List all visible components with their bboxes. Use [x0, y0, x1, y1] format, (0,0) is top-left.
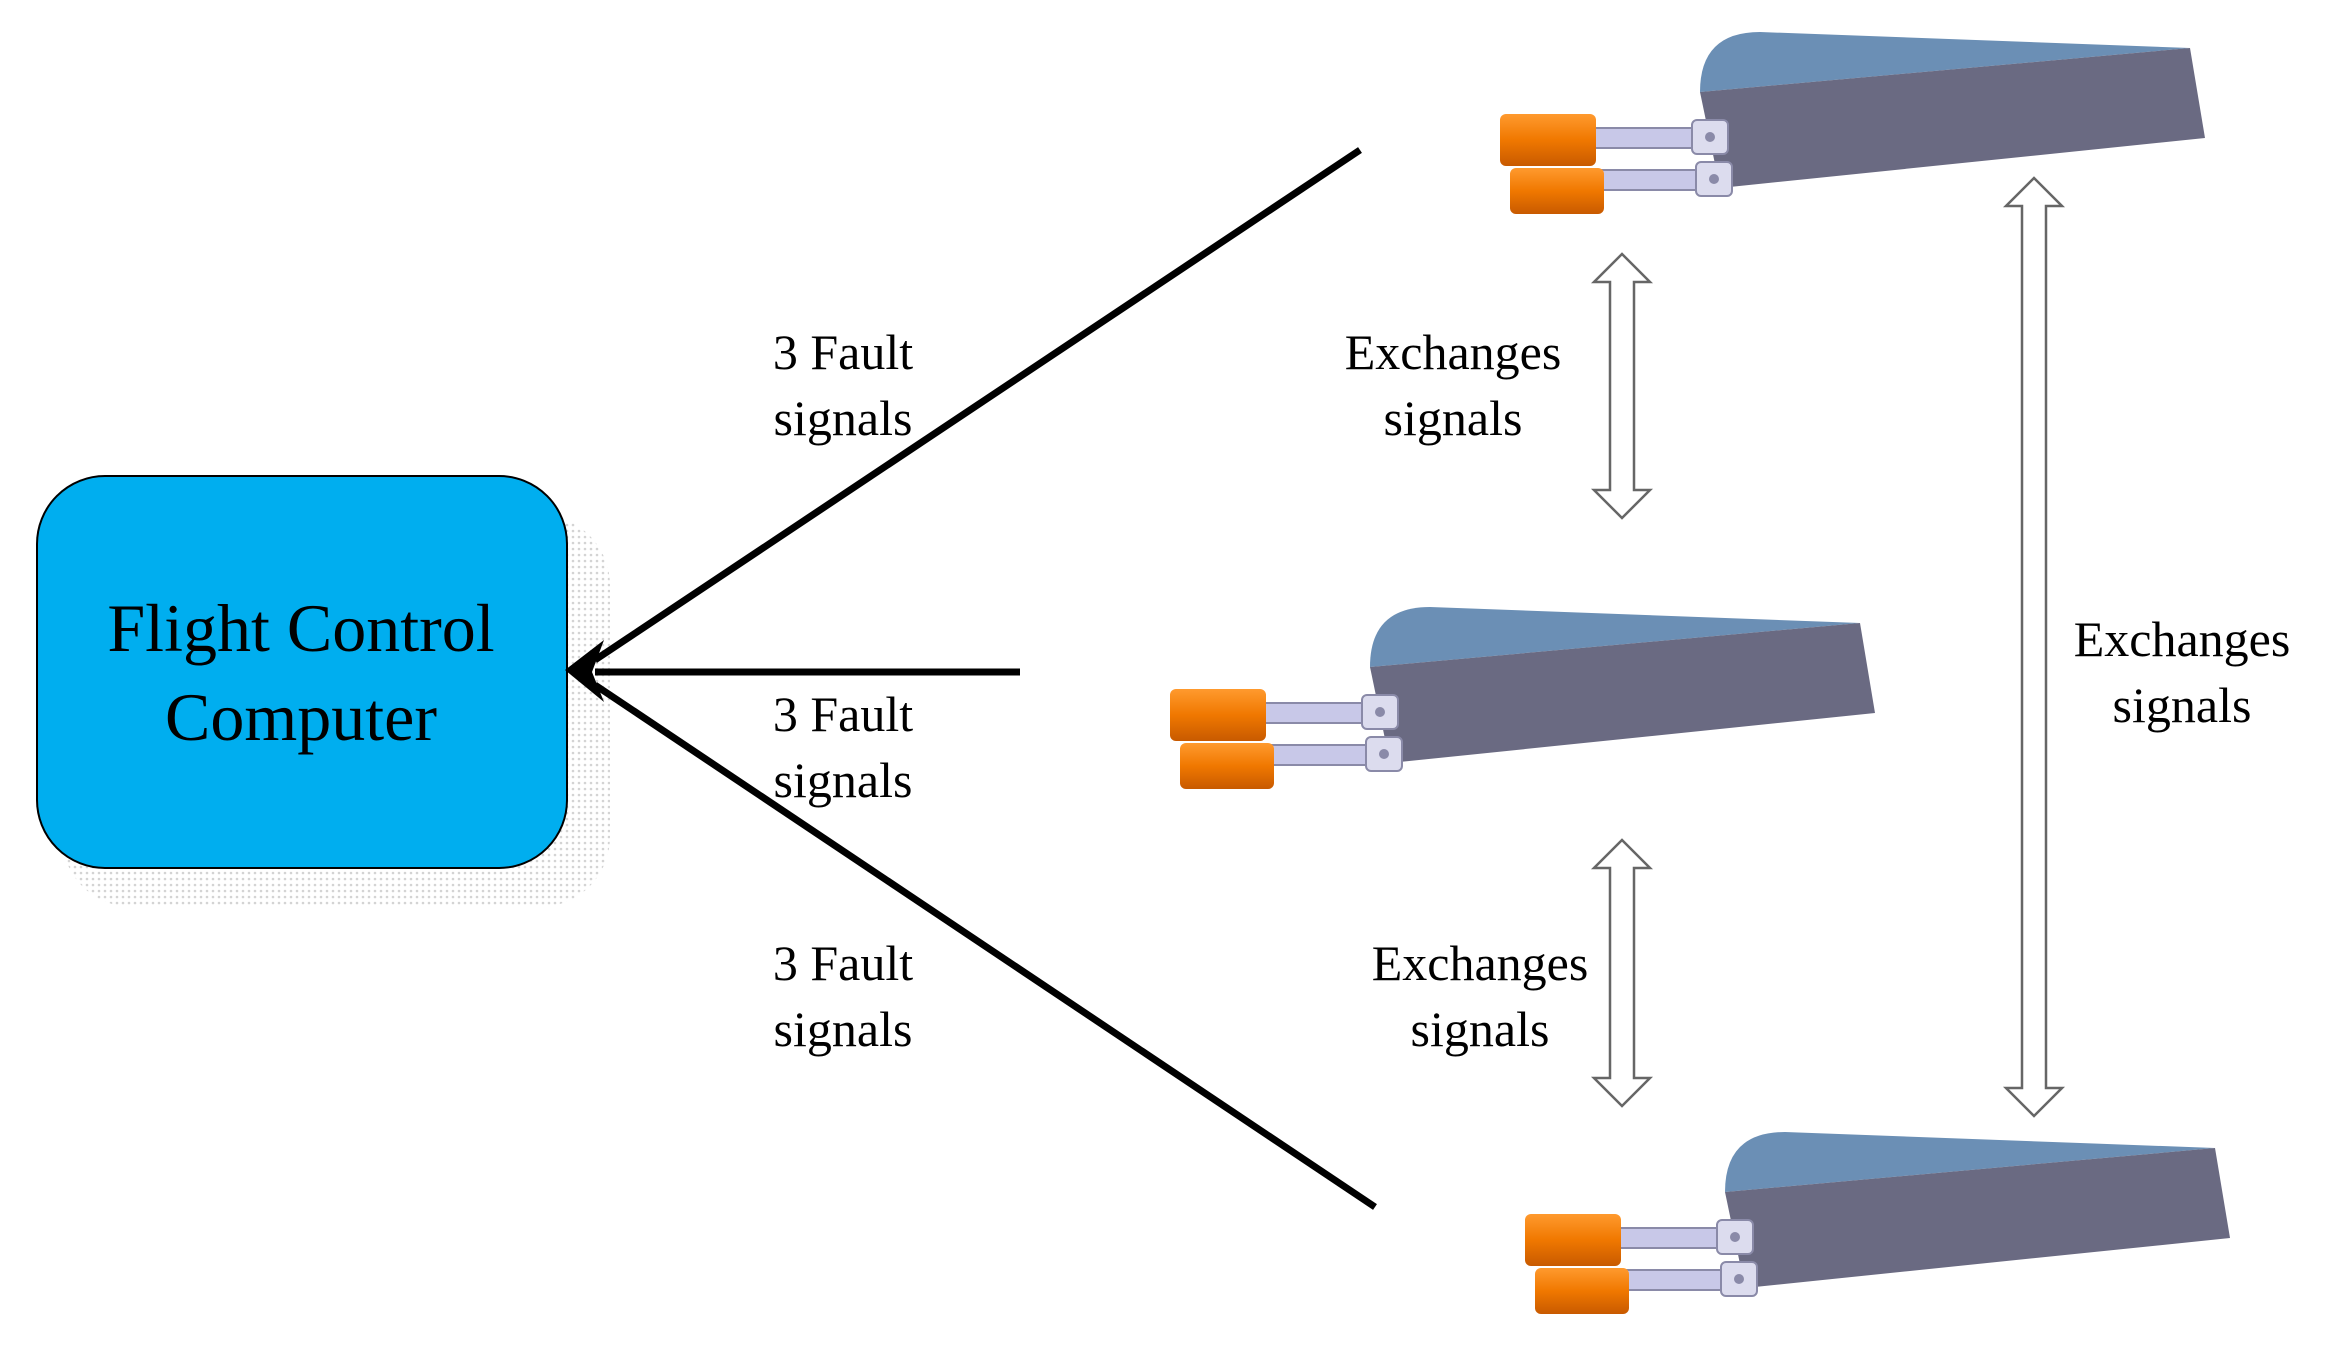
fault-label-top-line2: signals — [774, 390, 913, 446]
exchange-label-top: Exchanges signals — [1345, 324, 1562, 446]
fault-label-bottom-line2: signals — [774, 1001, 913, 1057]
fault-label-middle: 3 Fault signals — [773, 686, 913, 808]
fault-line-bottom — [593, 682, 1377, 1210]
exchange-label-bottom: Exchanges signals — [1372, 935, 1589, 1057]
control-surface-top — [1499, 31, 2206, 215]
computer-label-line1: Flight Control — [107, 590, 494, 666]
fault-label-top-line1: 3 Fault — [773, 324, 913, 380]
exchange-arrow-top — [1590, 252, 1654, 520]
fault-label-middle-line1: 3 Fault — [773, 686, 913, 742]
exchange-label-bottom-line1: Exchanges — [1372, 935, 1589, 991]
fault-signal-lines — [565, 147, 1377, 1210]
exchange-label-top-line2: signals — [1384, 390, 1523, 446]
control-surface-middle — [1169, 606, 1876, 790]
fault-line-top — [593, 147, 1362, 663]
exchange-label-long-line1: Exchanges — [2074, 611, 2291, 667]
arrowhead-icon — [565, 640, 604, 702]
exchange-label-top-line1: Exchanges — [1345, 324, 1562, 380]
computer-box — [36, 475, 568, 869]
exchange-arrow-bottom — [1590, 838, 1654, 1108]
exchange-label-long: Exchanges signals — [2074, 611, 2291, 733]
fault-label-top: 3 Fault signals — [773, 324, 913, 446]
exchange-arrow-long — [2002, 176, 2066, 1118]
fault-label-bottom: 3 Fault signals — [773, 935, 913, 1057]
flight-control-computer: Flight Control Computer — [36, 475, 610, 907]
computer-label-line2: Computer — [165, 679, 437, 755]
fault-label-middle-line2: signals — [774, 752, 913, 808]
control-surface-bottom — [1524, 1131, 2231, 1315]
exchange-label-long-line2: signals — [2113, 677, 2252, 733]
exchange-label-bottom-line2: signals — [1411, 1001, 1550, 1057]
fault-label-bottom-line1: 3 Fault — [773, 935, 913, 991]
